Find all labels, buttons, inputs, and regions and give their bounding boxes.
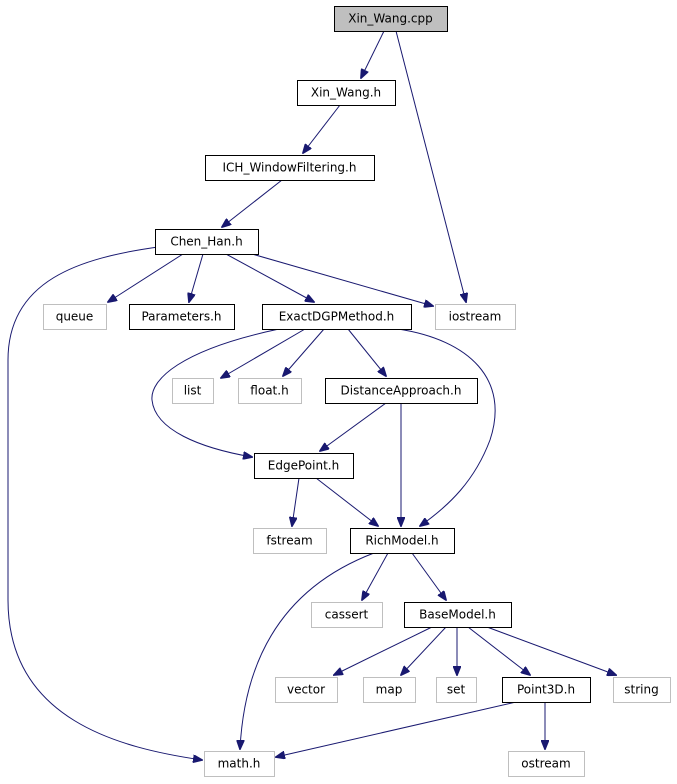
node-string: string xyxy=(613,677,671,703)
node-box xyxy=(334,6,448,32)
edge-xin-wang-h-to-ich-windowfiltering-h xyxy=(303,104,341,153)
node-box xyxy=(238,378,302,404)
node-box xyxy=(129,304,235,330)
node-ostream: ostream xyxy=(508,751,585,777)
node-box xyxy=(172,378,214,404)
node-label: Xin_Wang.h xyxy=(311,86,381,100)
edge-chen-han-h-to-exactdgpmethod-h xyxy=(225,253,314,302)
edge-basemodel-h-to-point3d-h xyxy=(467,626,530,675)
node-box xyxy=(275,677,338,703)
edge-exactdgpmethod-h-to-list xyxy=(221,328,306,378)
node-box xyxy=(204,751,275,777)
node-label: queue xyxy=(56,310,94,324)
node-label: BaseModel.h xyxy=(419,608,496,622)
node-float-h: float.h xyxy=(238,378,302,404)
node-iostream: iostream xyxy=(435,304,516,330)
node-box xyxy=(363,677,416,703)
edge-richmodel-h-to-basemodel-h xyxy=(411,552,446,600)
node-box xyxy=(613,677,671,703)
node-chen-han-h[interactable]: Chen_Han.h xyxy=(155,229,259,255)
edge-distanceapproach-h-to-edgepoint-h xyxy=(320,402,387,451)
node-ich-windowfiltering-h[interactable]: ICH_WindowFiltering.h xyxy=(205,155,375,181)
edge-ich-windowfiltering-h-to-chen-han-h xyxy=(222,179,283,227)
edge-exactdgpmethod-h-to-float-h xyxy=(283,328,325,376)
node-label: Xin_Wang.cpp xyxy=(348,12,432,26)
node-label: RichModel.h xyxy=(365,534,438,548)
node-label: fstream xyxy=(266,534,312,548)
edge-exactdgpmethod-h-to-distanceapproach-h xyxy=(347,328,386,376)
node-exactdgpmethod-h[interactable]: ExactDGPMethod.h xyxy=(262,304,412,330)
nodes-layer: Xin_Wang.cppXin_Wang.hICH_WindowFilterin… xyxy=(43,6,671,777)
node-label: Chen_Han.h xyxy=(170,235,242,249)
node-label: set xyxy=(447,683,466,697)
node-basemodel-h[interactable]: BaseModel.h xyxy=(404,602,512,628)
edge-edgepoint-h-to-fstream xyxy=(292,477,300,526)
node-set: set xyxy=(436,677,477,703)
node-label: ExactDGPMethod.h xyxy=(279,310,395,324)
node-label: cassert xyxy=(325,608,369,622)
node-box xyxy=(155,229,259,255)
node-box xyxy=(350,528,455,554)
edge-richmodel-h-to-cassert xyxy=(362,552,389,600)
node-box xyxy=(435,304,516,330)
node-distanceapproach-h[interactable]: DistanceApproach.h xyxy=(325,378,478,404)
node-box xyxy=(311,602,383,628)
node-point3d-h[interactable]: Point3D.h xyxy=(502,677,591,703)
edge-chen-han-h-to-math-h xyxy=(7,246,202,760)
node-label: string xyxy=(624,683,658,697)
node-box xyxy=(253,528,327,554)
node-edgepoint-h[interactable]: EdgePoint.h xyxy=(254,453,354,479)
node-label: math.h xyxy=(218,757,261,771)
node-label: list xyxy=(184,384,202,398)
node-label: iostream xyxy=(449,310,502,324)
node-label: vector xyxy=(287,683,325,697)
edge-exactdgpmethod-h-to-edgepoint-h xyxy=(151,328,280,457)
node-box xyxy=(254,453,354,479)
node-label: Parameters.h xyxy=(141,310,221,324)
node-label: EdgePoint.h xyxy=(268,459,339,473)
node-box xyxy=(325,378,478,404)
edge-chen-han-h-to-queue xyxy=(108,253,184,302)
edge-basemodel-h-to-vector xyxy=(334,626,433,675)
node-math-h: math.h xyxy=(204,751,275,777)
node-box xyxy=(262,304,412,330)
node-queue: queue xyxy=(43,304,107,330)
node-box xyxy=(297,80,396,106)
node-label: DistanceApproach.h xyxy=(341,384,462,398)
node-cassert: cassert xyxy=(311,602,383,628)
edge-xin-wang-cpp-to-iostream xyxy=(395,30,466,302)
node-list: list xyxy=(172,378,214,404)
edge-point3d-h-to-math-h xyxy=(276,701,517,757)
node-box xyxy=(404,602,512,628)
node-box xyxy=(508,751,585,777)
edge-basemodel-h-to-map xyxy=(401,626,447,675)
node-xin-wang-cpp[interactable]: Xin_Wang.cpp xyxy=(334,6,448,32)
edge-edgepoint-h-to-richmodel-h xyxy=(315,477,378,526)
edge-xin-wang-cpp-to-xin-wang-h xyxy=(361,30,385,78)
edge-richmodel-h-to-math-h xyxy=(240,552,375,749)
node-label: float.h xyxy=(250,384,288,398)
edges-layer xyxy=(7,30,616,760)
node-parameters-h[interactable]: Parameters.h xyxy=(129,304,235,330)
node-box xyxy=(436,677,477,703)
edge-chen-han-h-to-parameters-h xyxy=(189,253,204,302)
edge-basemodel-h-to-string xyxy=(486,626,616,675)
node-box xyxy=(502,677,591,703)
node-vector: vector xyxy=(275,677,338,703)
edge-chen-han-h-to-iostream xyxy=(251,253,433,306)
node-label: Point3D.h xyxy=(517,683,575,697)
node-box xyxy=(205,155,375,181)
node-map: map xyxy=(363,677,416,703)
node-label: map xyxy=(376,683,403,697)
edge-exactdgpmethod-h-to-richmodel-h xyxy=(397,328,496,526)
node-label: ostream xyxy=(521,757,570,771)
node-fstream: fstream xyxy=(253,528,327,554)
node-box xyxy=(43,304,107,330)
node-richmodel-h[interactable]: RichModel.h xyxy=(350,528,455,554)
node-label: ICH_WindowFiltering.h xyxy=(223,161,357,175)
node-xin-wang-h[interactable]: Xin_Wang.h xyxy=(297,80,396,106)
